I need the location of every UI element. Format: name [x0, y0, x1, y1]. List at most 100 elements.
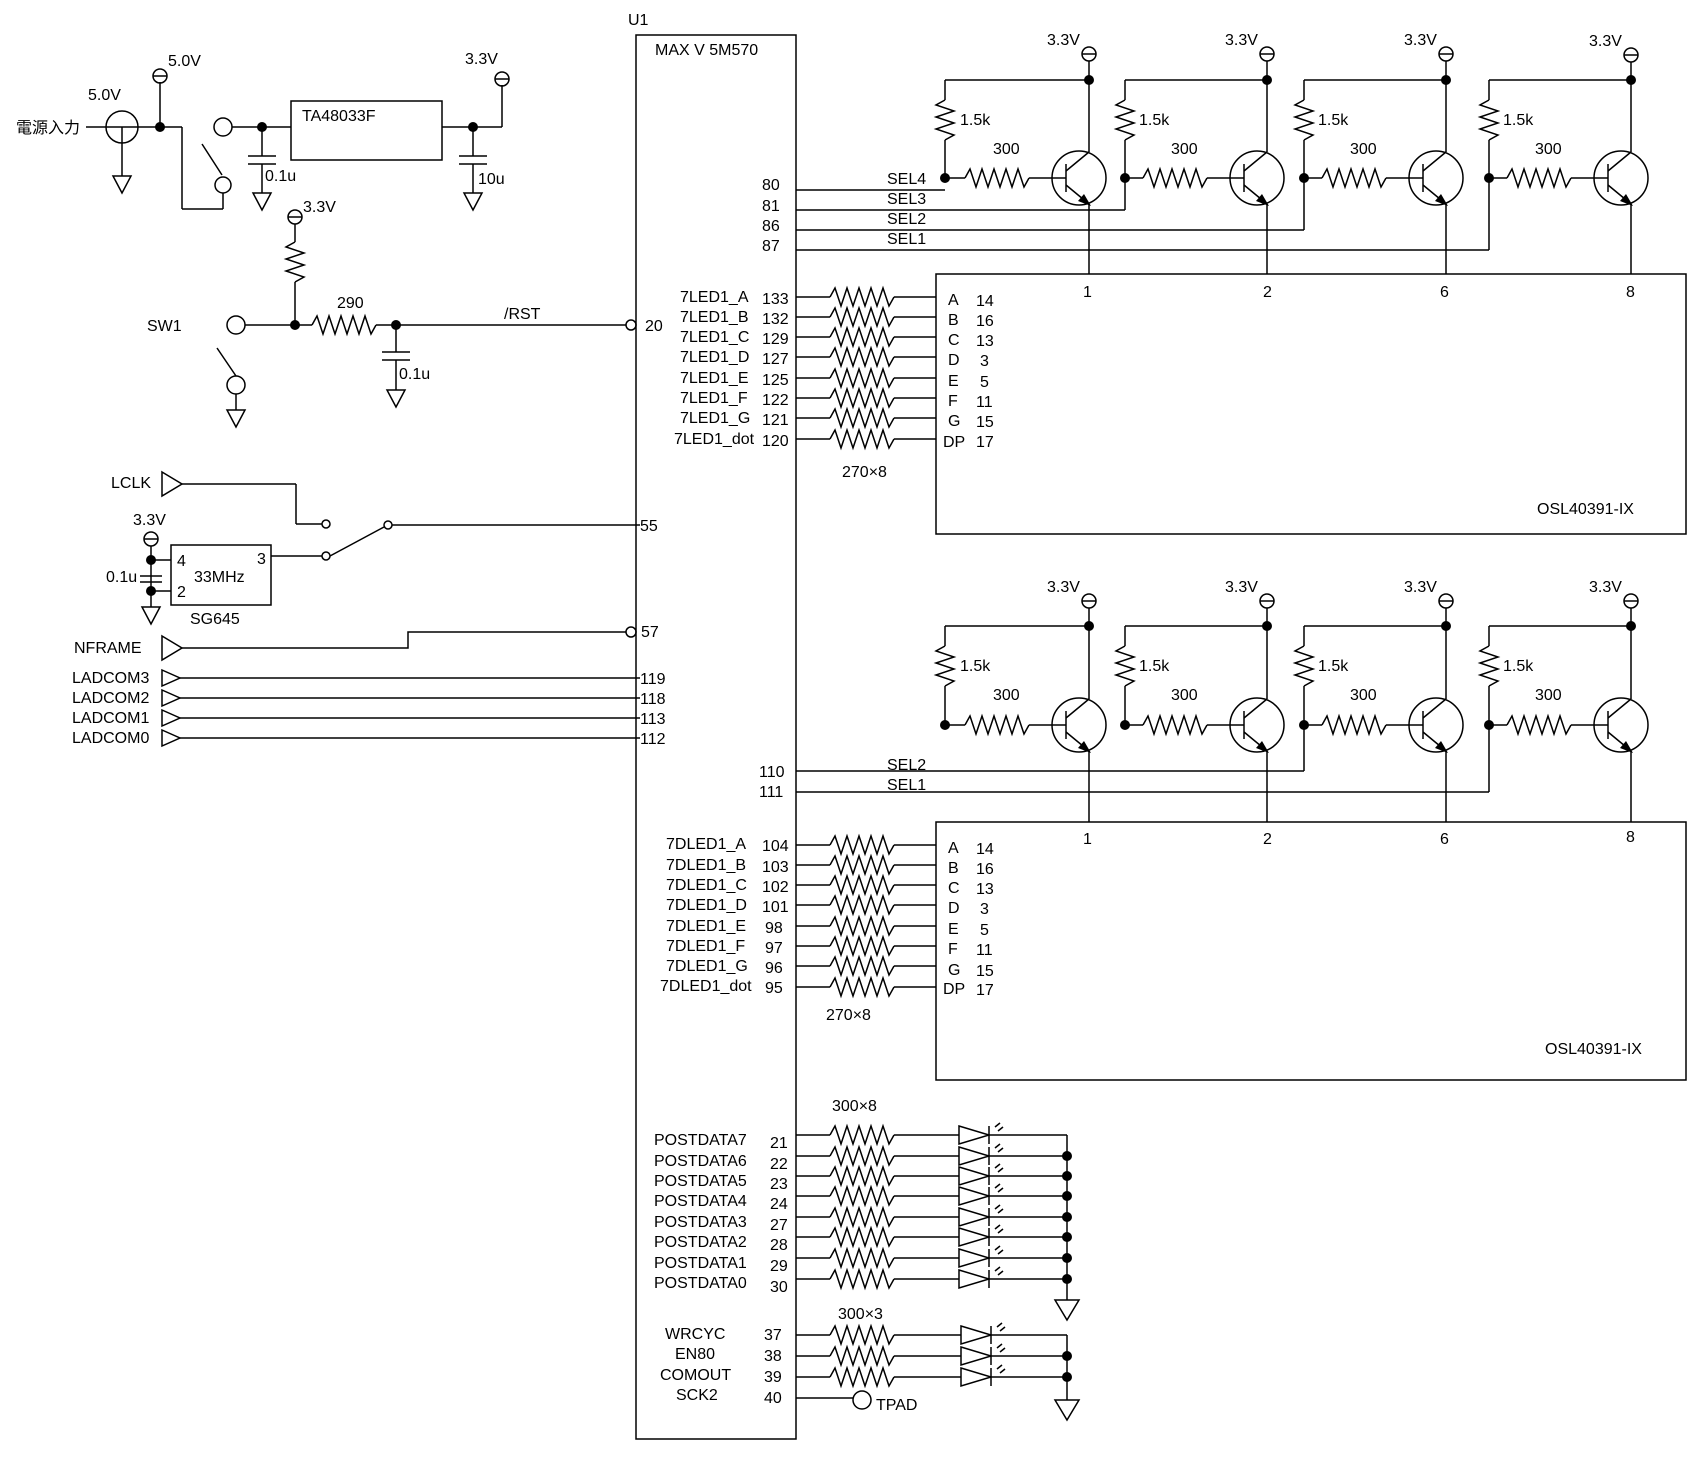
- sel-net-label: SEL1: [887, 231, 926, 248]
- display2-driver-4: 3.3V 1.5k 300 8: [1477, 579, 1649, 846]
- segment-net: 7DLED1_E: [666, 918, 746, 935]
- test-pad: [852, 1390, 872, 1410]
- segment-display-pin: 17: [976, 982, 994, 999]
- segment-net: 7LED1_G: [680, 410, 750, 427]
- display2-driver-2: 3.3V 1.5k 300 2: [1113, 579, 1285, 848]
- ladcom-pin: 118: [640, 691, 666, 708]
- segment-pin: 133: [762, 291, 789, 308]
- reset-net-label: /RST: [504, 306, 541, 323]
- postdata-line: POSTDATA3 27: [654, 1204, 1072, 1234]
- segment-name: C: [948, 880, 960, 897]
- segment-net: 7LED1_F: [680, 390, 748, 407]
- pullup-value: 1.5k: [1139, 112, 1170, 129]
- ladcom-1: LADCOM1 113: [72, 708, 666, 728]
- segment-display-pin: 13: [976, 881, 994, 898]
- segment-display-pin: 15: [976, 963, 994, 980]
- segment-pin: 122: [762, 392, 789, 409]
- postdata-pin: 21: [770, 1135, 788, 1152]
- display2-sel-line: 111 SEL1: [759, 725, 1490, 801]
- segment-pin: 103: [762, 859, 789, 876]
- segment-net: 7DLED1_D: [666, 897, 747, 914]
- supply-label: 3.3V: [1589, 579, 1622, 596]
- segment-pin: 98: [765, 920, 783, 937]
- segment-name: C: [948, 332, 960, 349]
- sel-pin: 111: [759, 784, 783, 801]
- postdata-label: POSTDATA2: [654, 1234, 747, 1251]
- display1-segment-row: 7LED1_D 127 D 3: [680, 345, 989, 370]
- segment-net: 7LED1_dot: [674, 431, 755, 448]
- supply-label: 3.3V: [1404, 32, 1437, 49]
- pullup-value: 1.5k: [1139, 658, 1170, 675]
- segment-name: DP: [943, 434, 965, 451]
- postdata-pin: 22: [770, 1156, 788, 1173]
- base-res-value: 300: [993, 687, 1020, 704]
- osc-vcc-label: 3.3V: [133, 512, 166, 529]
- segment-net: 7LED1_D: [680, 349, 749, 366]
- segment-net: 7DLED1_dot: [660, 978, 752, 995]
- segment-display-pin: 5: [980, 374, 989, 391]
- display1-sel-line: 86 SEL2: [762, 178, 1305, 235]
- postdata-label: POSTDATA1: [654, 1255, 747, 1272]
- segment-name: A: [948, 840, 959, 857]
- segment-name: D: [948, 352, 960, 369]
- base-res-value: 300: [1535, 141, 1562, 158]
- ladcom-pin: 119: [640, 671, 666, 688]
- segment-net: 7LED1_A: [680, 289, 749, 306]
- status-res-array: 300×3: [838, 1306, 883, 1323]
- postdata-label: POSTDATA6: [654, 1153, 747, 1170]
- segment-display-pin: 11: [976, 942, 993, 959]
- pullup-value: 1.5k: [1318, 658, 1349, 675]
- postdata-line: POSTDATA6 22: [654, 1143, 1072, 1173]
- display1-segment-row: 7LED1_B 132 B 16: [680, 305, 994, 330]
- postdata-pin: 29: [770, 1258, 788, 1275]
- segment-pin: 104: [762, 838, 789, 855]
- base-res-value: 300: [1350, 687, 1377, 704]
- segment-pin: 101: [762, 899, 789, 916]
- digit-pin: 2: [1263, 284, 1272, 301]
- base-res-value: 300: [1171, 141, 1198, 158]
- display2-box: [935, 821, 1687, 1081]
- segment-display-pin: 5: [980, 922, 989, 939]
- supply-label: 3.3V: [1047, 32, 1080, 49]
- base-res-value: 300: [993, 141, 1020, 158]
- display2-driver-3: 3.3V 1.5k 300 6: [1292, 579, 1464, 848]
- ladcom-label: LADCOM0: [72, 730, 149, 747]
- display1-segment-row: 7LED1_E 125 E 5: [680, 366, 989, 391]
- sel-net-label: SEL3: [887, 191, 926, 208]
- postdata-pin: 30: [770, 1279, 788, 1296]
- display1-segment-row: 7LED1_A 133 A 14: [680, 285, 994, 310]
- regulator-label: TA48033F: [302, 108, 376, 125]
- postdata-label: POSTDATA3: [654, 1214, 747, 1231]
- ladcom-label: LADCOM2: [72, 690, 149, 707]
- status-line: EN80 38: [675, 1343, 1072, 1368]
- reset-vcc-label: 3.3V: [303, 199, 336, 216]
- display2-segment-row: 7DLED1_G 96 G 15: [666, 954, 994, 980]
- display2-sel-line: 110 SEL2: [759, 725, 1305, 781]
- sel-net-label: SEL2: [887, 757, 926, 774]
- base-res-value: 300: [1350, 141, 1377, 158]
- postdata-label: POSTDATA4: [654, 1193, 747, 1210]
- digit-pin: 6: [1440, 284, 1449, 301]
- display1-segment-row: 7LED1_dot 120 DP 17: [674, 427, 994, 451]
- postdata-pin: 23: [770, 1176, 788, 1193]
- segment-name: F: [948, 941, 958, 958]
- segment-name: DP: [943, 981, 965, 998]
- segment-pin: 125: [762, 372, 789, 389]
- osc-frequency: 33MHz: [194, 569, 245, 586]
- segment-name: F: [948, 393, 958, 410]
- supply-label: 3.3V: [1225, 579, 1258, 596]
- u1-ref: U1: [628, 12, 649, 29]
- test-pad-label: TPAD: [876, 1397, 917, 1414]
- supply-label: 3.3V: [1404, 579, 1437, 596]
- segment-display-pin: 3: [980, 353, 989, 370]
- display1-part: OSL40391-IX: [1537, 501, 1634, 518]
- display1-segment-row: 7LED1_F 122 F 11: [680, 386, 993, 411]
- base-res-value: 300: [1171, 687, 1198, 704]
- postdata-line: POSTDATA5 23: [654, 1163, 1072, 1193]
- segment-net: 7DLED1_B: [666, 857, 746, 874]
- display2-segment-row: 7DLED1_C 102 C 13: [666, 873, 994, 898]
- display2-segment-row: 7DLED1_dot 95 DP 17: [660, 975, 994, 999]
- pullup-value: 1.5k: [960, 658, 991, 675]
- segment-pin: 129: [762, 331, 789, 348]
